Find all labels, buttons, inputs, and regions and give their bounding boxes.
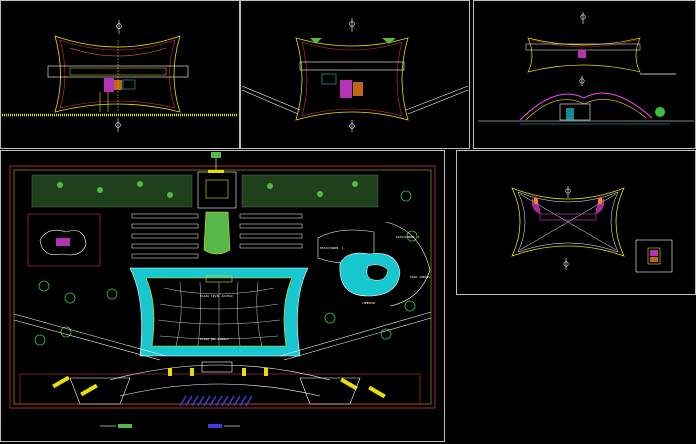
- green-area-right: [241, 174, 379, 208]
- label-plaza-top: PLAZA CIVIL ACCESO: [200, 294, 233, 298]
- tree-symbol-icon: [324, 190, 418, 340]
- parking-lot-left: [131, 213, 199, 259]
- label-pool: POZA JUEGOS: [410, 275, 430, 279]
- north-arrow-icon: [115, 118, 121, 132]
- panel-front-elevation: [240, 0, 470, 149]
- side-section-drawing: [478, 12, 694, 125]
- roof-plan-drawing: [2, 20, 238, 132]
- roof-outline: [54, 35, 181, 113]
- label-plaza-bottom: PLAZA DEL PUEBLO: [200, 337, 229, 341]
- green-area-left: [31, 174, 193, 208]
- north-arrow-icon: [565, 186, 571, 198]
- front-elevation-drawing: [241, 18, 469, 132]
- north-arrow-icon: [349, 120, 355, 132]
- entry-plaza-hatch: [179, 395, 253, 407]
- panel-roof-plan: [0, 0, 240, 149]
- label-parking-a: ESTACIONAM. 1: [320, 246, 344, 250]
- site-master-plan-drawing: ESTACIONAM. 1 ESTACIONAM. 2 PLAZA CIVIL …: [9, 152, 436, 428]
- central-promenade: [203, 211, 231, 255]
- label-parking-b: ESTACIONAM. 2: [396, 235, 420, 239]
- north-arrow-icon: [579, 76, 585, 86]
- north-arrow-icon: [580, 12, 586, 24]
- north-arrow-icon: [349, 18, 355, 32]
- label-lobby: COMEDOR: [362, 301, 375, 305]
- central-plaza-grid: [157, 281, 281, 347]
- top-plan-drawing: [511, 186, 673, 273]
- north-arrow-icon: [116, 20, 122, 34]
- north-arrow-icon: [563, 258, 569, 270]
- parking-lot-right: [239, 213, 303, 249]
- panel-site-plan: [0, 150, 445, 442]
- tree-symbol-icon: [655, 107, 665, 117]
- tree-symbol-icon: [34, 280, 118, 346]
